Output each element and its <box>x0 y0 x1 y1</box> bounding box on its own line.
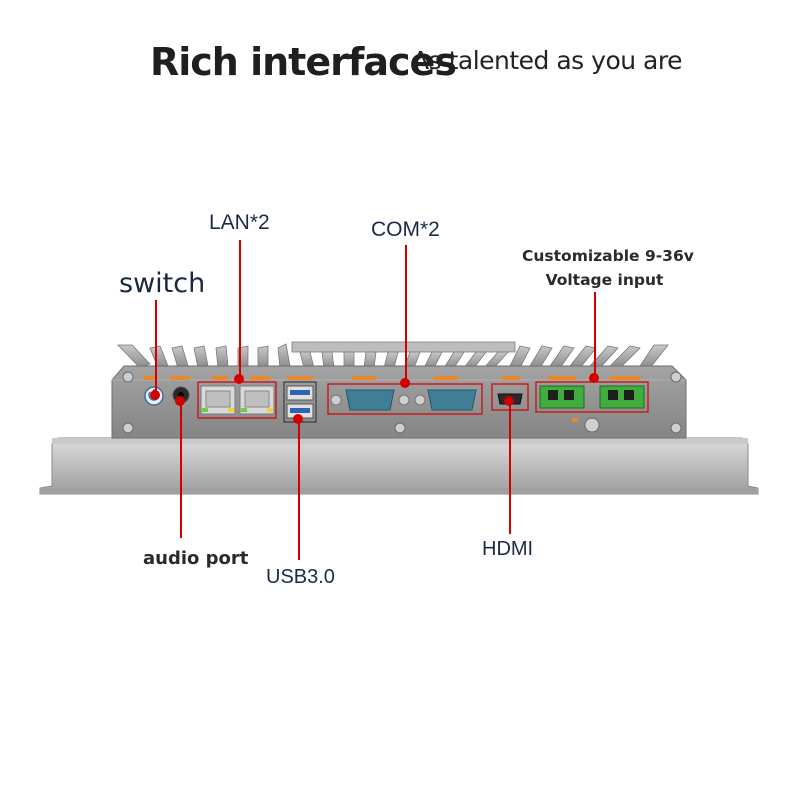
callout-dot-hdmi <box>504 396 514 406</box>
callout-dot-lan <box>234 374 244 384</box>
callout-line-com <box>405 245 407 383</box>
callout-line-switch <box>155 300 157 392</box>
label-voltage: Customizable 9-36v Voltage input <box>522 244 694 292</box>
label-voltage-line1: Customizable 9-36v <box>522 247 694 265</box>
callout-line-audio <box>180 400 182 538</box>
page-subtitle: As talented as you are <box>412 46 682 75</box>
power-terminals <box>535 381 649 413</box>
mounting-screws <box>122 371 682 434</box>
port-silkscreen-labels <box>143 376 640 422</box>
callout-dot-usb <box>293 414 303 424</box>
lan-ports <box>197 381 277 419</box>
com-ports <box>327 383 483 415</box>
callout-dot-switch <box>150 390 160 400</box>
heat-sink-fins <box>117 341 669 369</box>
callout-dot-audio <box>175 396 185 406</box>
label-com: COM*2 <box>371 218 440 241</box>
label-switch: switch <box>119 268 206 299</box>
callout-dot-voltage <box>589 373 599 383</box>
callout-line-lan <box>239 240 241 378</box>
callout-line-hdmi <box>509 400 511 534</box>
page-title: Rich interfaces <box>150 40 457 84</box>
label-lan: LAN*2 <box>209 211 270 234</box>
label-usb: USB3.0 <box>266 566 335 588</box>
label-voltage-line2: Voltage input <box>545 271 664 289</box>
label-audio-port: audio port <box>143 548 249 569</box>
callout-dot-com <box>400 378 410 388</box>
label-hdmi: HDMI <box>482 538 534 560</box>
callout-line-usb <box>298 418 300 560</box>
front-panel <box>39 437 759 495</box>
callout-line-voltage <box>594 292 596 378</box>
